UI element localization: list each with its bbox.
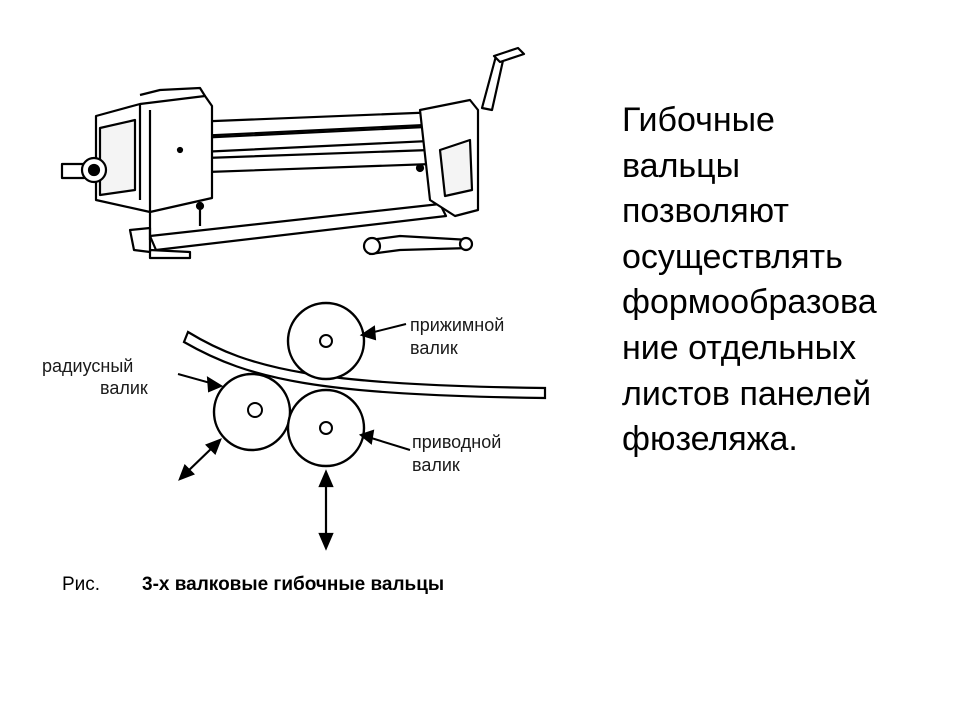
label-radius-roller-2: валик (100, 378, 148, 398)
drive-roller (286, 388, 366, 468)
slide-body-text: Гибочные вальцы позволяют осуществлять ф… (622, 101, 877, 459)
radius-adjust-arrow (178, 438, 222, 481)
label-drive-roller-2: валик (412, 455, 460, 475)
machine-drawing (60, 46, 526, 260)
label-radius-roller-1: радиусный (42, 356, 133, 376)
pressure-roller (286, 301, 366, 381)
sheet-metal (182, 330, 547, 400)
rollers-diagram: прижимной валик радиусный валик приводно… (42, 301, 547, 551)
label-pressure-roller-2: валик (410, 338, 458, 358)
label-drive-roller-1: приводной (412, 432, 501, 452)
caption-title: 3-х валковые гибочные вальцы (142, 574, 445, 595)
caption-prefix: Рис. (62, 574, 101, 595)
drive-adjust-arrow (318, 469, 334, 551)
label-pressure-roller-1: прижимной (410, 315, 504, 335)
radius-roller (212, 372, 292, 452)
